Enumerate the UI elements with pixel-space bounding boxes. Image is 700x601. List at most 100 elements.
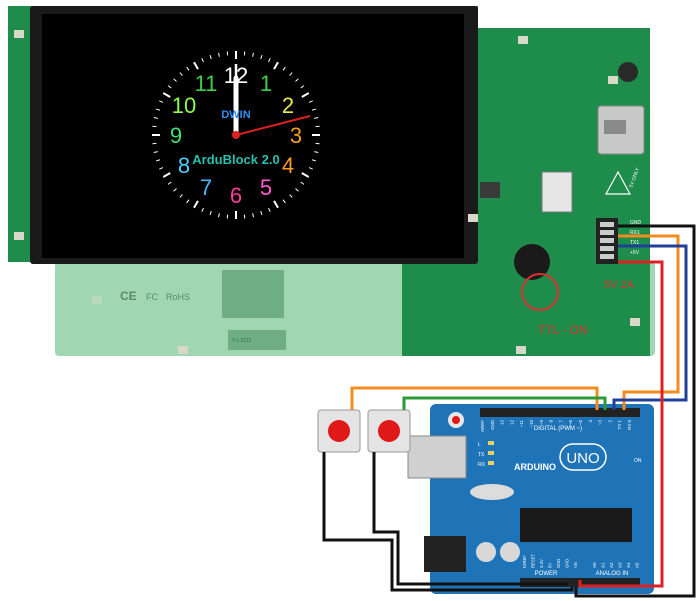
clock-tick bbox=[186, 199, 190, 204]
clock-tick bbox=[311, 159, 317, 162]
reset-button-cap bbox=[452, 416, 460, 424]
button-1-cap bbox=[328, 420, 350, 442]
clock-numeral: 5 bbox=[260, 175, 272, 200]
clock-tick bbox=[201, 58, 204, 63]
wire-button2-to-d4 bbox=[402, 396, 607, 410]
analog-pin-label: A0 bbox=[592, 562, 597, 568]
clock-tick bbox=[289, 72, 293, 76]
clock-tick bbox=[252, 213, 254, 218]
ffc-cable bbox=[228, 330, 286, 350]
button-2-cap bbox=[378, 420, 400, 442]
digital-pin-label: TX 1 bbox=[617, 420, 622, 430]
led-label: TX bbox=[478, 452, 485, 458]
clock-tick bbox=[162, 92, 171, 98]
lcd-screen bbox=[42, 14, 464, 258]
rohs-mark: RoHS bbox=[166, 292, 190, 302]
clock-numeral: 11 bbox=[195, 71, 218, 96]
clock-tick bbox=[308, 100, 313, 103]
uno-label: UNO bbox=[566, 450, 599, 467]
clock-center bbox=[232, 131, 240, 139]
clock-tick bbox=[260, 54, 263, 60]
clock-tick bbox=[295, 188, 299, 192]
clock-tick bbox=[179, 72, 183, 76]
digital-pin-label: ~5 bbox=[578, 420, 583, 426]
mount-tab bbox=[178, 346, 188, 354]
buzzer bbox=[514, 244, 550, 280]
power-header-label: POWER bbox=[535, 571, 558, 577]
power-pin-label: 5V bbox=[548, 563, 553, 568]
power-pin-label: IOREF bbox=[522, 555, 527, 568]
clock-tick bbox=[273, 61, 279, 70]
clock-tick bbox=[159, 100, 164, 103]
clock-numeral: 3 bbox=[290, 123, 302, 148]
uno-badge bbox=[559, 443, 607, 471]
mount-tab bbox=[518, 36, 528, 44]
capacitor-2 bbox=[500, 542, 520, 562]
clock-numeral: 2 bbox=[282, 93, 294, 118]
power-pin-label: RESET bbox=[531, 554, 536, 568]
clock-tick bbox=[201, 207, 204, 212]
on-led-label: ON bbox=[634, 458, 642, 464]
clock-tick bbox=[282, 199, 286, 204]
push-button-1[interactable] bbox=[317, 409, 361, 453]
clock-tick bbox=[218, 213, 220, 218]
digital-pin-label: 2 bbox=[607, 420, 612, 423]
digital-header bbox=[480, 408, 640, 417]
clock-tick bbox=[167, 85, 172, 89]
clock-tick bbox=[314, 151, 319, 153]
clock-numeral: 8 bbox=[178, 153, 190, 178]
mount-tab bbox=[608, 76, 618, 84]
clock-numeral: 10 bbox=[172, 93, 196, 118]
analog-pin-label: A4 bbox=[626, 562, 631, 568]
clock-tick bbox=[273, 200, 279, 209]
led-icon bbox=[488, 451, 494, 455]
digital-pin-label: ~3 bbox=[598, 420, 603, 426]
analog-pin-label: A5 bbox=[635, 562, 640, 568]
clock-numeral: 1 bbox=[260, 71, 272, 96]
analog-header-label: ANALOG IN bbox=[596, 571, 629, 577]
digital-pin-label: 12 bbox=[509, 420, 514, 426]
clock-tick bbox=[268, 207, 271, 212]
second-hand bbox=[235, 115, 311, 136]
digital-pin-label: GND bbox=[490, 419, 495, 430]
clock-tick bbox=[155, 159, 161, 162]
clock-tick bbox=[167, 181, 172, 185]
atmega-chip bbox=[520, 508, 632, 542]
clock-tick bbox=[300, 181, 305, 185]
brand-label: DWIN bbox=[221, 109, 250, 121]
led-icon bbox=[488, 441, 494, 445]
clock-tick bbox=[153, 117, 158, 119]
ttl-switch-marker bbox=[521, 273, 559, 311]
clock-numeral: 7 bbox=[200, 175, 212, 200]
wire-gnd-display bbox=[574, 224, 696, 598]
clock-tick bbox=[282, 66, 286, 71]
clock-tick bbox=[308, 167, 313, 170]
mount-tab bbox=[516, 346, 526, 354]
capacitor-1 bbox=[476, 542, 496, 562]
clock-tick bbox=[311, 108, 317, 111]
ffc-connector bbox=[222, 270, 284, 318]
clock-tick bbox=[193, 61, 199, 70]
ce-mark: CE bbox=[120, 289, 137, 303]
fc-mark: FC bbox=[146, 292, 158, 302]
clock-tick bbox=[295, 78, 299, 82]
push-button-2[interactable] bbox=[367, 409, 411, 453]
power-pin-label: GND bbox=[565, 559, 570, 568]
wire-tx1-to-d2 bbox=[618, 234, 680, 410]
wire-5v-display bbox=[578, 260, 664, 588]
clock-tick bbox=[268, 58, 271, 63]
digital-pin-label: 7 bbox=[558, 420, 563, 423]
app-label: ArduBlock 2.0 bbox=[192, 152, 279, 167]
clock-tick bbox=[155, 108, 161, 111]
clock-tick bbox=[173, 78, 177, 82]
capacitor bbox=[618, 62, 638, 82]
warning-triangle-icon bbox=[604, 170, 632, 195]
digital-pin-label: ~9 bbox=[539, 420, 544, 426]
mount-tab bbox=[14, 30, 24, 38]
fpc-connector bbox=[541, 171, 573, 213]
analog-pin-label: A3 bbox=[618, 562, 623, 568]
clock-numeral: 6 bbox=[230, 183, 242, 208]
